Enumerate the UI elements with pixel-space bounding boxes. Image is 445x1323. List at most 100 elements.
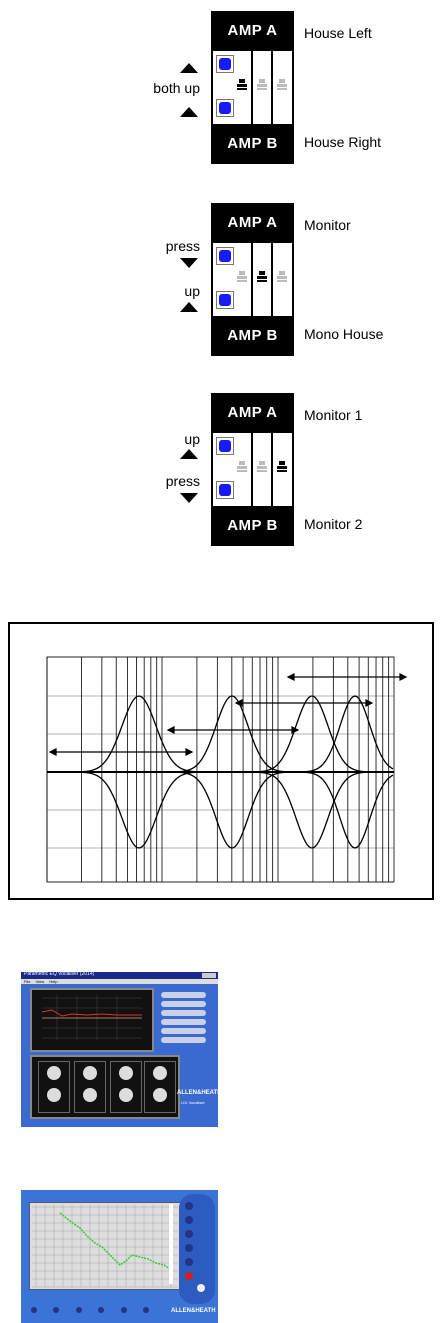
eq-response-plot [46, 656, 408, 883]
window-title: Parametric EQ Vocaliser (2014) [24, 971, 95, 977]
switch-instruction-top: up [184, 431, 200, 447]
amp-a-label: AMP A [227, 404, 278, 421]
arrowhead-icon [185, 748, 194, 756]
side-button[interactable] [161, 1001, 206, 1007]
amp-b-label: AMP B [227, 327, 278, 344]
brand-logo: ALLEN&HEATH [177, 1090, 222, 1096]
software-window-screenshot: Parametric EQ Vocaliser (2014) File View… [21, 971, 222, 1127]
round-button[interactable] [185, 1216, 193, 1224]
round-button[interactable] [185, 1202, 193, 1210]
side-button[interactable] [161, 992, 206, 998]
led-indicator-top [216, 55, 234, 73]
amp-switch-block: AMP A AMP B [211, 11, 294, 164]
arrow-down-icon [180, 493, 198, 503]
switch-instruction: both up [153, 80, 200, 96]
round-button[interactable] [31, 1307, 37, 1313]
led-indicator-bottom [216, 99, 234, 117]
side-control-panel [179, 1194, 215, 1304]
switch-instruction-bottom: press [165, 473, 200, 489]
arrow-up-icon [180, 449, 198, 459]
side-button[interactable] [161, 1019, 206, 1025]
arrow-down-icon [180, 258, 198, 268]
knob-group [144, 1061, 176, 1113]
knob[interactable] [119, 1066, 133, 1080]
arrowhead-icon [234, 699, 243, 707]
round-button[interactable] [143, 1307, 150, 1313]
round-button[interactable] [53, 1307, 60, 1313]
bottom-button-row [31, 1300, 171, 1313]
software-graph-screenshot: ALLEN&HEATH [21, 1190, 218, 1323]
led-indicator-top [216, 437, 234, 455]
arrowhead-icon [365, 699, 374, 707]
toggle-switch-2[interactable] [257, 271, 267, 283]
knob-group [38, 1061, 70, 1113]
menu-view[interactable]: View [35, 979, 45, 984]
menu-file[interactable]: File [24, 979, 31, 984]
amp-b-label: AMP B [227, 517, 278, 534]
round-button[interactable] [75, 1307, 82, 1313]
arrowhead-icon [291, 726, 300, 734]
arrow-up-icon [180, 107, 198, 117]
knob[interactable] [47, 1088, 61, 1102]
side-button-column [161, 992, 206, 1048]
knob[interactable] [47, 1066, 61, 1080]
amp-switch-block: AMP A AMP B [211, 203, 294, 356]
knob[interactable] [197, 1284, 205, 1292]
round-button[interactable] [185, 1244, 193, 1252]
amp-b-output-label: House Right [304, 134, 382, 150]
menu-help[interactable]: Help [49, 979, 58, 984]
eq-band-graph [8, 622, 434, 900]
knob[interactable] [83, 1066, 97, 1080]
led-indicator-top [216, 247, 234, 265]
amp-a-output-label: Monitor [304, 217, 351, 233]
amp-a-label: AMP A [227, 214, 278, 231]
led-indicator-bottom [216, 481, 234, 499]
toggle-switch-2[interactable] [257, 79, 267, 91]
toggle-switch-3[interactable] [277, 79, 287, 91]
round-button[interactable] [120, 1307, 127, 1313]
knob[interactable] [119, 1088, 133, 1102]
arrow-up-icon [180, 302, 198, 312]
arrow-up-icon [180, 63, 198, 73]
amp-a-output-label: Monitor 1 [304, 407, 363, 423]
switch-area [213, 51, 292, 124]
toggle-switch-2[interactable] [257, 461, 267, 473]
record-button[interactable] [185, 1272, 193, 1280]
knob[interactable] [153, 1066, 167, 1080]
knob-group [110, 1061, 142, 1113]
round-button[interactable] [185, 1258, 193, 1266]
eq-graph-display [29, 1202, 181, 1290]
arrowhead-icon [166, 726, 175, 734]
switch-instruction-top: press [165, 238, 200, 254]
toggle-switch-1[interactable] [237, 79, 247, 91]
side-button[interactable] [161, 1028, 206, 1034]
knob[interactable] [83, 1088, 97, 1102]
toggle-switch-3[interactable] [277, 271, 287, 283]
amp-a-output-label: House Left [304, 25, 372, 41]
eq-display [30, 988, 154, 1052]
knob[interactable] [153, 1088, 167, 1102]
toggle-switch-1[interactable] [237, 271, 247, 283]
arrowhead-icon [399, 673, 408, 681]
side-button[interactable] [161, 1010, 206, 1016]
arrowhead-icon [286, 673, 295, 681]
round-button[interactable] [98, 1307, 105, 1313]
brand-logo: ALLEN&HEATH [171, 1308, 216, 1314]
amp-b-label: AMP B [227, 135, 278, 152]
switch-area [213, 243, 292, 316]
switch-instruction-bottom: up [184, 283, 200, 299]
side-button[interactable] [161, 1037, 206, 1043]
window-titlebar: Parametric EQ Vocaliser (2014) [21, 971, 218, 979]
round-button[interactable] [185, 1230, 193, 1238]
amp-a-label: AMP A [227, 22, 278, 39]
window-controls[interactable] [202, 973, 216, 978]
toggle-switch-3[interactable] [277, 461, 287, 473]
amp-switch-block: AMP A AMP B [211, 393, 294, 546]
menu-bar: File View Help [21, 979, 218, 984]
product-name: i-Dr Vocaliser [181, 1100, 205, 1105]
toggle-switch-1[interactable] [237, 461, 247, 473]
scrollbar[interactable] [169, 1204, 173, 1284]
eq-band-curve [47, 771, 394, 849]
arrowhead-icon [48, 748, 57, 756]
knob-panel [30, 1055, 180, 1119]
